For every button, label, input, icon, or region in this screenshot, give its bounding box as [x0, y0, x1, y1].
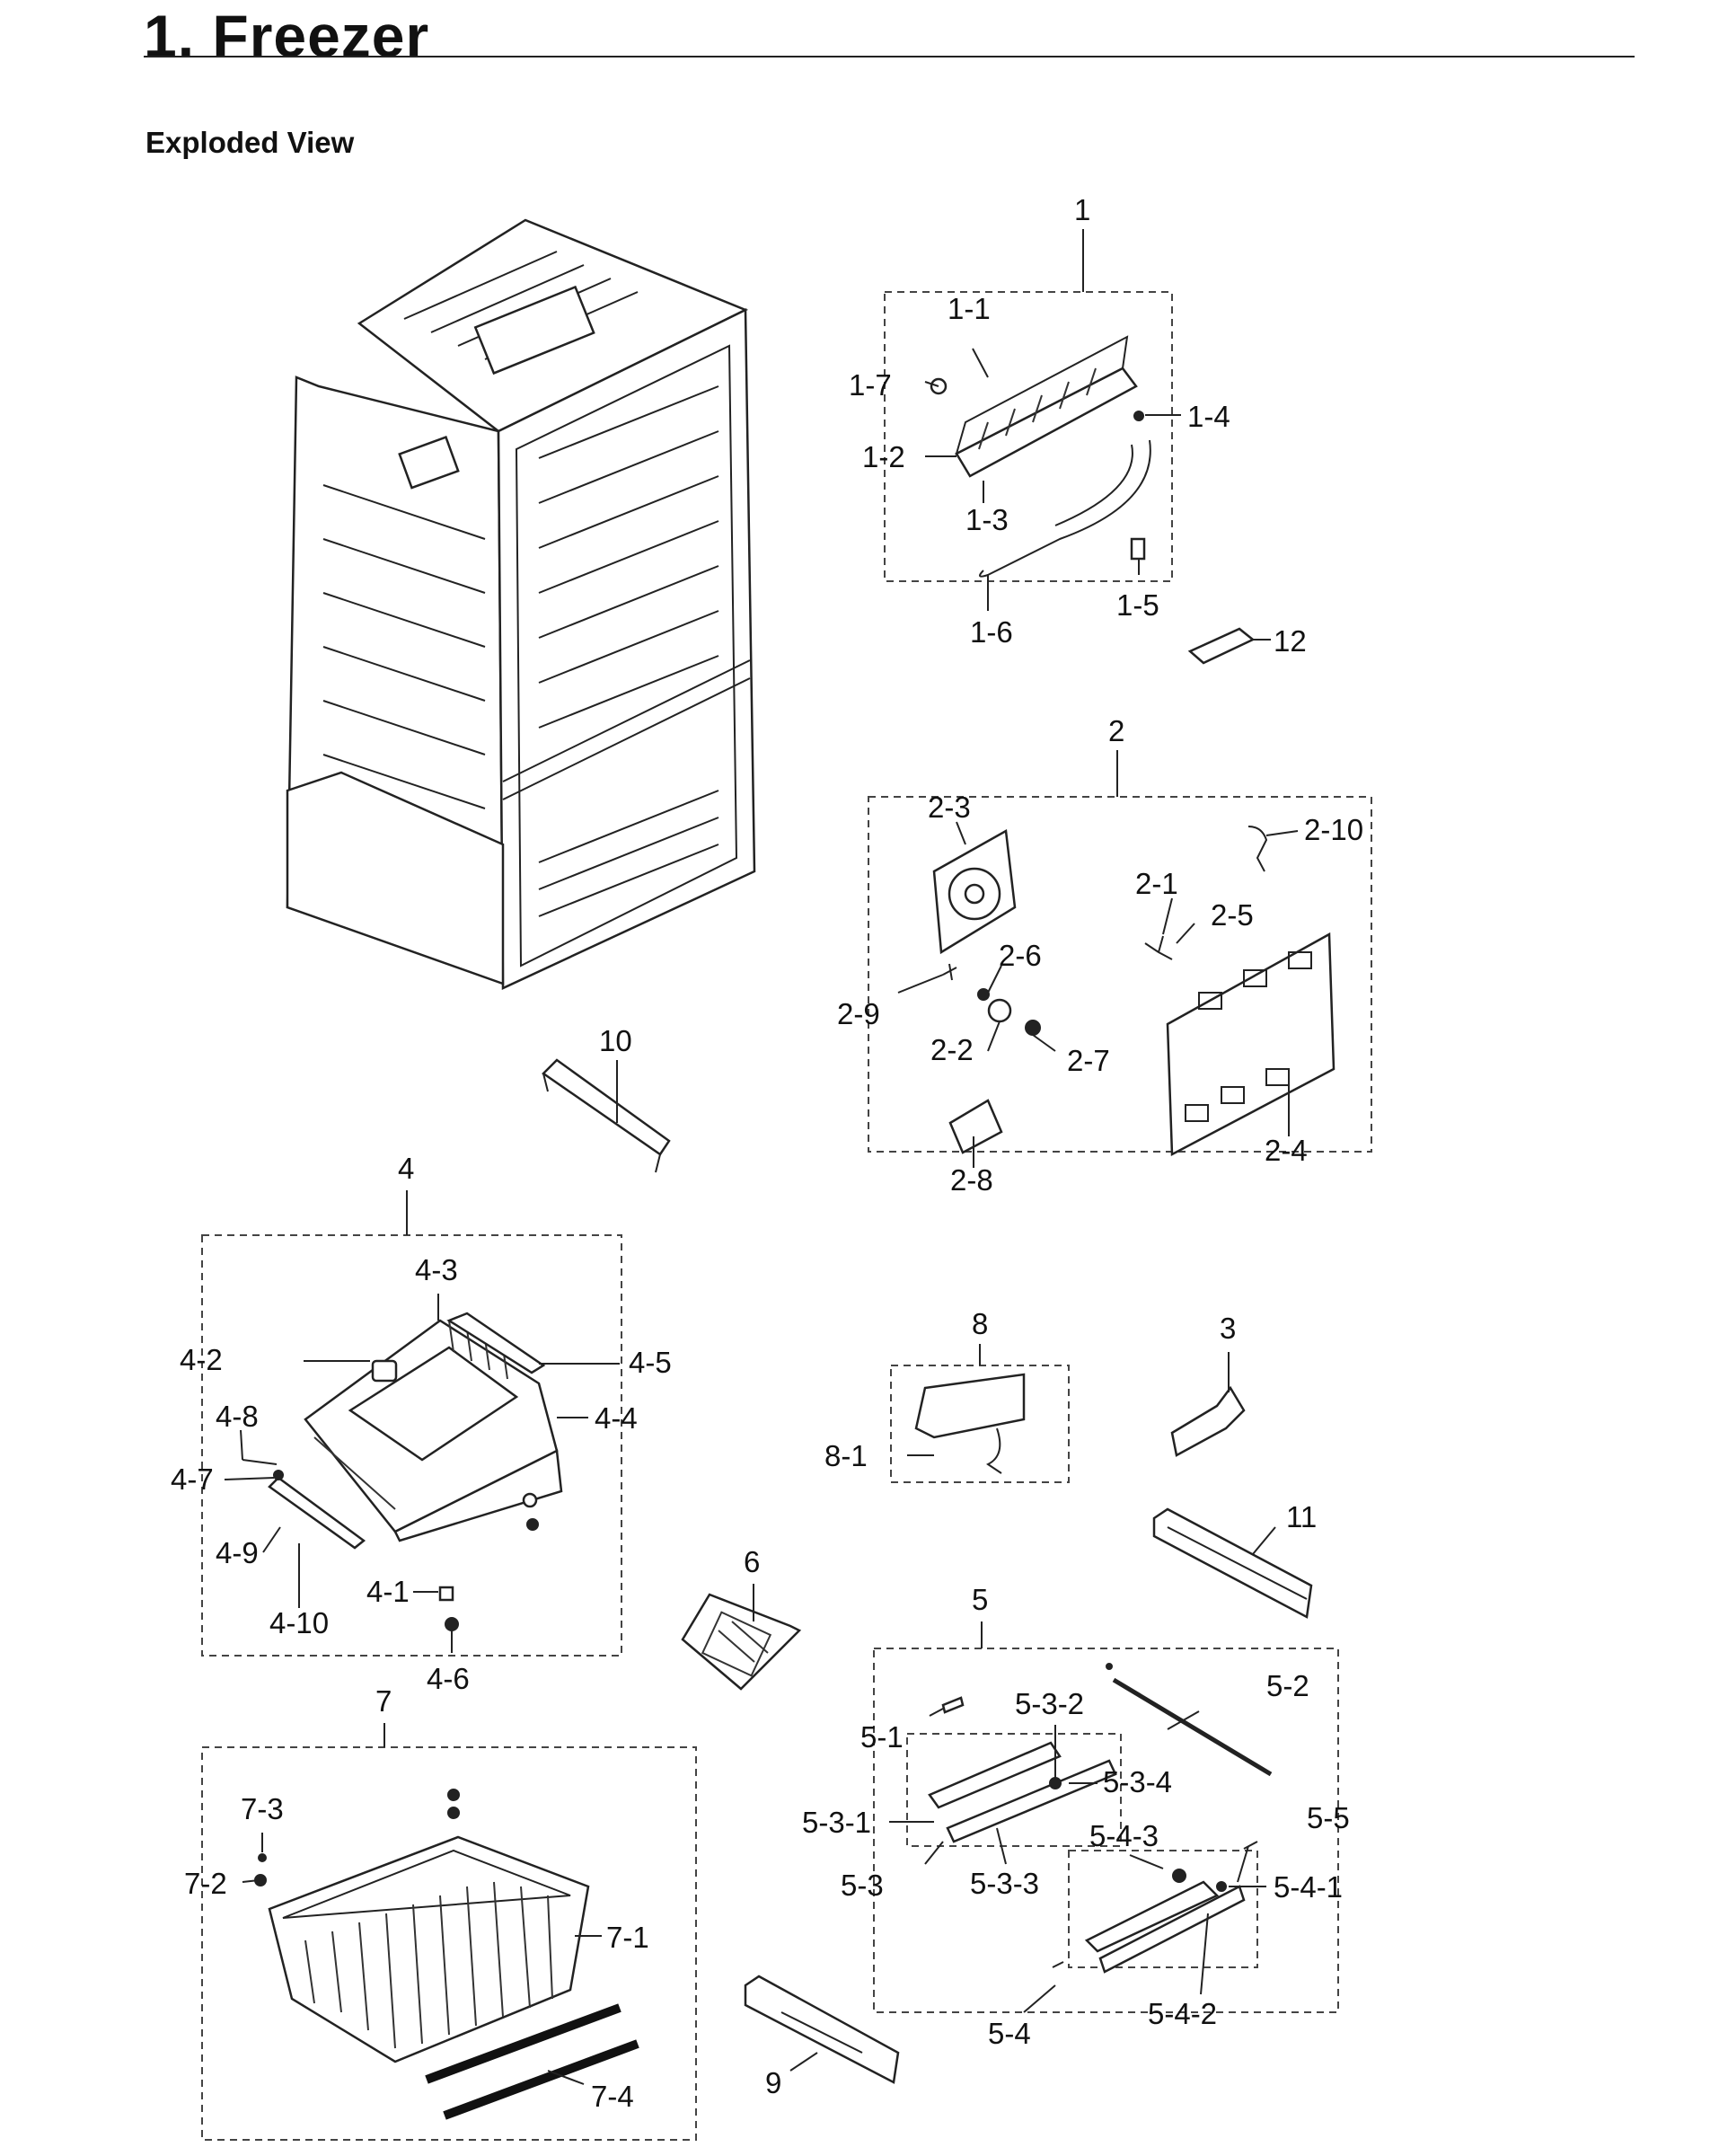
label-5-2: 5-2 [1266, 1669, 1309, 1702]
title-rule [144, 56, 1635, 57]
label-10: 10 [599, 1024, 632, 1057]
fan-assembly [932, 826, 1336, 1157]
label-5-1: 5-1 [860, 1720, 904, 1754]
label-8: 8 [972, 1307, 988, 1340]
label-4-9: 4-9 [216, 1536, 259, 1569]
part-11-illustration [1152, 1507, 1313, 1619]
group-1-box [884, 291, 1173, 582]
drawer-assembly [268, 1312, 563, 1631]
label-2-8: 2-8 [950, 1163, 993, 1197]
label-6: 6 [744, 1545, 760, 1578]
group-5-box [873, 1648, 1339, 2013]
label-4-3: 4-3 [415, 1253, 458, 1286]
label-1-2: 1-2 [862, 440, 905, 473]
label-7-3: 7-3 [241, 1792, 284, 1825]
label-4-6: 4-6 [427, 1662, 470, 1695]
label-2: 2 [1108, 714, 1124, 747]
label-4: 4 [398, 1152, 414, 1185]
label-1-1: 1-1 [948, 292, 991, 325]
label-2-3: 2-3 [928, 791, 971, 824]
label-2-7: 2-7 [1067, 1044, 1110, 1077]
label-2-5: 2-5 [1211, 898, 1254, 932]
part-10-illustration [542, 1058, 671, 1173]
label-1: 1 [1074, 193, 1090, 226]
label-4-1: 4-1 [366, 1575, 410, 1608]
label-7-2: 7-2 [184, 1867, 227, 1900]
basket-assembly [254, 1789, 639, 2120]
group-5-4-box [1068, 1850, 1258, 1968]
label-5-3-2: 5-3-2 [1015, 1687, 1084, 1720]
label-12: 12 [1274, 624, 1307, 658]
label-5-3-1: 5-3-1 [802, 1806, 871, 1839]
label-5-4-1: 5-4-1 [1274, 1870, 1343, 1904]
part-3-illustration [1170, 1385, 1246, 1457]
label-7: 7 [375, 1684, 392, 1718]
label-5-4-2: 5-4-2 [1148, 1997, 1217, 2030]
label-3: 3 [1220, 1312, 1236, 1345]
label-4-10: 4-10 [269, 1606, 329, 1639]
label-1-6: 1-6 [970, 615, 1013, 649]
label-2-4: 2-4 [1265, 1134, 1308, 1167]
group-2-box [868, 796, 1372, 1153]
label-2-6: 2-6 [999, 939, 1042, 972]
label-5-4: 5-4 [988, 2017, 1031, 2050]
label-8-1: 8-1 [824, 1439, 868, 1472]
label-4-7: 4-7 [171, 1462, 214, 1496]
label-2-2: 2-2 [930, 1033, 974, 1066]
label-5-4-3: 5-4-3 [1089, 1819, 1159, 1852]
group-7-box [201, 1746, 697, 2141]
label-5-3-3: 5-3-3 [970, 1867, 1039, 1900]
part-8-illustration [914, 1373, 1026, 1474]
label-5: 5 [972, 1583, 988, 1616]
label-4-2: 4-2 [180, 1343, 223, 1376]
label-7-1: 7-1 [606, 1921, 649, 1954]
callout-labels: 1 1-1 1-7 1-4 1-2 1-3 1-5 1-6 12 2 2-3 2… [171, 193, 1363, 2113]
label-1-5: 1-5 [1116, 588, 1159, 622]
label-4-8: 4-8 [216, 1400, 259, 1433]
label-11: 11 [1286, 1500, 1317, 1533]
part-9-illustration [744, 1975, 900, 2084]
label-1-4: 1-4 [1187, 400, 1230, 433]
label-9: 9 [765, 2066, 781, 2099]
label-5-3: 5-3 [841, 1869, 884, 1902]
part-12-illustration [1187, 627, 1256, 665]
label-4-4: 4-4 [595, 1401, 638, 1435]
evaporator-assembly [930, 335, 1151, 578]
cabinet-illustration [286, 218, 756, 990]
label-2-1: 2-1 [1135, 867, 1178, 900]
label-1-3: 1-3 [965, 503, 1009, 536]
label-2-9: 2-9 [837, 997, 880, 1030]
slide-rail-assembly [928, 1663, 1273, 1974]
part-6-illustration [681, 1593, 802, 1691]
label-4-5: 4-5 [629, 1346, 672, 1379]
label-5-3-4: 5-3-4 [1103, 1765, 1172, 1798]
page-title: 1. Freezer [144, 3, 430, 69]
label-1-7: 1-7 [849, 368, 892, 402]
group-4-box [201, 1234, 622, 1657]
group-5-3-box [906, 1733, 1122, 1847]
label-7-4: 7-4 [591, 2080, 634, 2113]
label-5-5: 5-5 [1307, 1801, 1350, 1834]
section-subtitle: Exploded View [145, 126, 355, 159]
label-2-10: 2-10 [1304, 813, 1363, 846]
